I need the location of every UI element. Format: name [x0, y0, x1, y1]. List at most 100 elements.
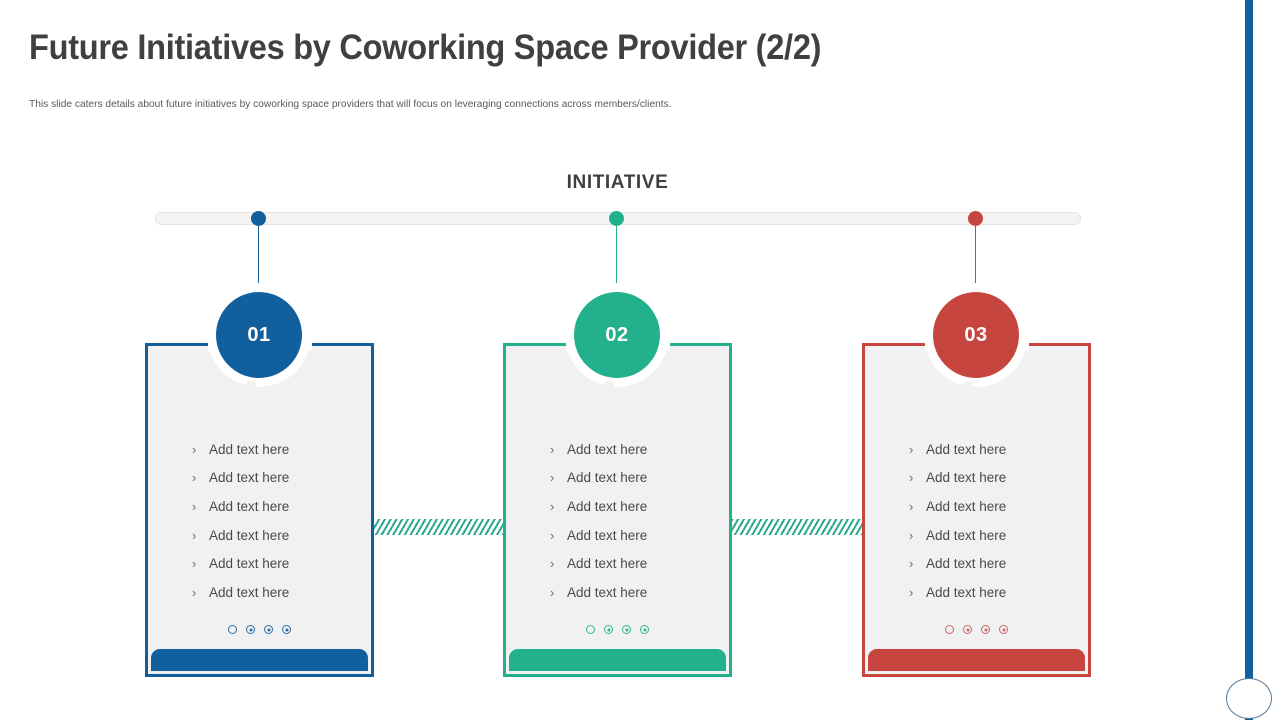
list-item-label: Add text here: [926, 556, 1007, 572]
page-title: Future Initiatives by Coworking Space Pr…: [29, 28, 822, 67]
badge-number: 03: [964, 323, 988, 346]
list-item: › Add text here: [550, 435, 729, 464]
chevron-right-icon: ›: [909, 584, 914, 600]
page-dot[interactable]: [963, 625, 972, 634]
step-badge-02[interactable]: 02: [565, 283, 669, 387]
list-item-label: Add text here: [926, 470, 1007, 486]
chevron-right-icon: ›: [192, 470, 197, 486]
list-item-label: Add text here: [926, 498, 1007, 514]
page-dot[interactable]: [246, 625, 255, 634]
chevron-right-icon: ›: [909, 527, 914, 543]
connector-1-2: [372, 519, 504, 535]
list-item: › Add text here: [550, 521, 729, 550]
page-dot[interactable]: [282, 625, 291, 634]
bullet-list-01: › Add text here › Add text here › Add text …: [148, 435, 371, 607]
list-item: › Add text here: [550, 549, 729, 578]
chevron-right-icon: ›: [909, 470, 914, 486]
page-dots-03: [865, 625, 1088, 634]
list-item: › Add text here: [192, 549, 371, 578]
rail-dot-02: [609, 211, 624, 226]
page-dot[interactable]: [999, 625, 1008, 634]
page-dot[interactable]: [586, 625, 595, 634]
rail-stem-03: [975, 224, 976, 294]
badge-circle: 01: [216, 292, 302, 378]
page-dot[interactable]: [945, 625, 954, 634]
list-item-label: Add text here: [926, 584, 1007, 600]
list-item: › Add text here: [192, 492, 371, 521]
list-item-label: Add text here: [209, 527, 290, 543]
card-footer-bar-01: [151, 649, 368, 671]
page-dot[interactable]: [981, 625, 990, 634]
rail-dot-01: [251, 211, 266, 226]
list-item: › Add text here: [192, 464, 371, 493]
step-card-03[interactable]: › Add text here › Add text here › Add text …: [862, 343, 1091, 677]
step-badge-01[interactable]: 01: [207, 283, 311, 387]
list-item: › Add text here: [909, 549, 1088, 578]
right-edge-circle: [1226, 678, 1272, 719]
list-item: › Add text here: [909, 435, 1088, 464]
list-item: › Add text here: [550, 492, 729, 521]
chevron-right-icon: ›: [909, 441, 914, 457]
chevron-right-icon: ›: [550, 527, 555, 543]
list-item: › Add text here: [909, 492, 1088, 521]
rail-stem-01: [258, 224, 259, 294]
chevron-right-icon: ›: [192, 441, 197, 457]
chevron-right-icon: ›: [192, 498, 197, 514]
list-item-label: Add text here: [926, 527, 1007, 543]
list-item: › Add text here: [192, 435, 371, 464]
step-card-02[interactable]: › Add text here › Add text here › Add text …: [503, 343, 732, 677]
list-item-label: Add text here: [567, 527, 648, 543]
chevron-right-icon: ›: [550, 470, 555, 486]
card-footer-bar-02: [509, 649, 726, 671]
chevron-right-icon: ›: [550, 584, 555, 600]
right-edge-bar: [1245, 0, 1253, 720]
step-card-01[interactable]: › Add text here › Add text here › Add text …: [145, 343, 374, 677]
list-item-label: Add text here: [209, 470, 290, 486]
page-dots-01: [148, 625, 371, 634]
page-dot[interactable]: [264, 625, 273, 634]
rail-stem-02: [616, 224, 617, 294]
chevron-right-icon: ›: [909, 556, 914, 572]
page-subtitle: This slide caters details about future i…: [29, 98, 672, 110]
list-item-label: Add text here: [209, 441, 290, 457]
list-item-label: Add text here: [567, 584, 648, 600]
chevron-right-icon: ›: [909, 498, 914, 514]
list-item: › Add text here: [192, 521, 371, 550]
badge-number: 02: [605, 323, 629, 346]
connector-2-3: [731, 519, 863, 535]
chevron-right-icon: ›: [192, 584, 197, 600]
step-badge-03[interactable]: 03: [924, 283, 1028, 387]
page-dot[interactable]: [228, 625, 237, 634]
list-item-label: Add text here: [567, 470, 648, 486]
section-heading: INITIATIVE: [566, 172, 669, 193]
chevron-right-icon: ›: [550, 441, 555, 457]
list-item-label: Add text here: [567, 556, 648, 572]
badge-circle: 02: [574, 292, 660, 378]
chevron-right-icon: ›: [550, 498, 555, 514]
card-footer-bar-03: [868, 649, 1085, 671]
chevron-right-icon: ›: [550, 556, 555, 572]
card-border-01: › Add text here › Add text here › Add text …: [145, 343, 374, 677]
list-item-label: Add text here: [567, 498, 648, 514]
list-item-label: Add text here: [209, 556, 290, 572]
card-border-03: › Add text here › Add text here › Add text …: [862, 343, 1091, 677]
chevron-right-icon: ›: [192, 527, 197, 543]
page-dots-02: [506, 625, 729, 634]
list-item: › Add text here: [192, 578, 371, 607]
chevron-right-icon: ›: [192, 556, 197, 572]
page-dot[interactable]: [604, 625, 613, 634]
list-item: › Add text here: [550, 464, 729, 493]
list-item: › Add text here: [909, 464, 1088, 493]
bullet-list-02: › Add text here › Add text here › Add text …: [506, 435, 729, 607]
list-item-label: Add text here: [567, 441, 648, 457]
bullet-list-03: › Add text here › Add text here › Add text …: [865, 435, 1088, 607]
list-item-label: Add text here: [209, 498, 290, 514]
list-item-label: Add text here: [926, 441, 1007, 457]
page-dot[interactable]: [640, 625, 649, 634]
list-item-label: Add text here: [209, 584, 290, 600]
card-border-02: › Add text here › Add text here › Add text …: [503, 343, 732, 677]
badge-number: 01: [247, 323, 271, 346]
page-dot[interactable]: [622, 625, 631, 634]
list-item: › Add text here: [909, 578, 1088, 607]
